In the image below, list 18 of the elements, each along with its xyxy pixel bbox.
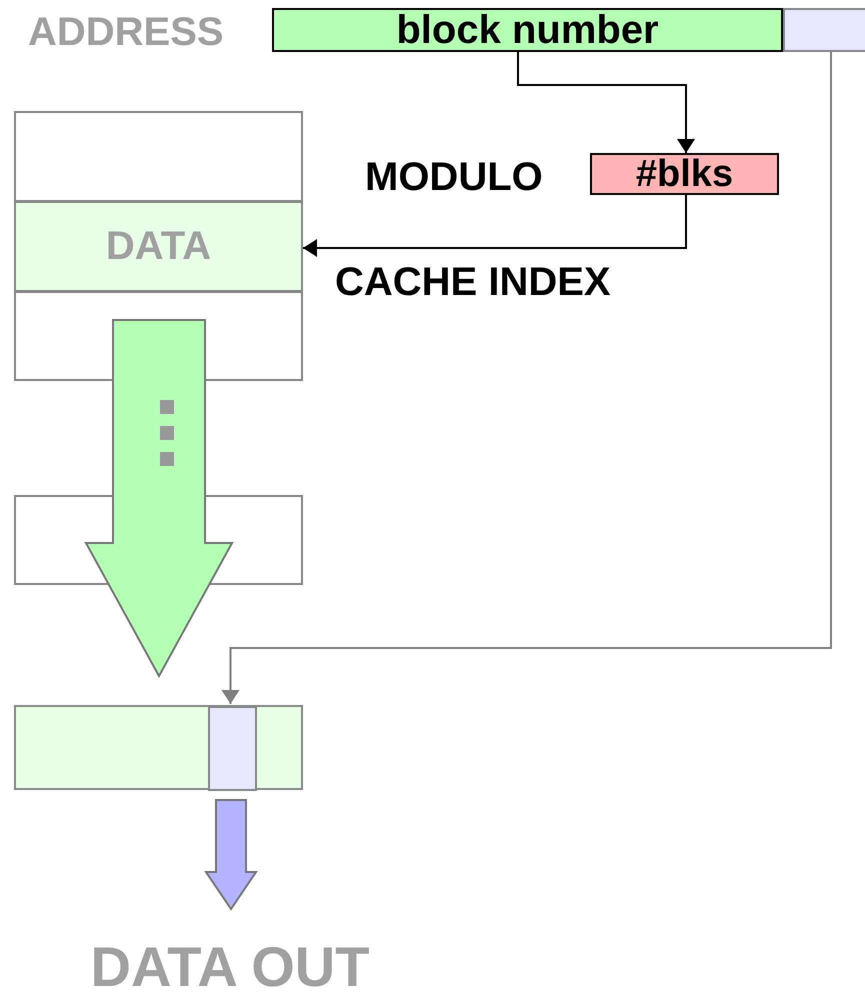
side-label: MODULO [365,157,543,197]
label-text: DATA OUT [90,934,370,997]
box-label: #blks [636,152,734,196]
box-label: block number [396,8,659,52]
arrow [517,52,693,153]
block-arrow [84,319,234,678]
cache-row [14,201,303,292]
cache-row [14,111,303,202]
box-label: DATA [106,224,212,269]
address-field [272,8,783,52]
block-arrow [204,799,258,911]
selected-word [208,706,257,791]
modulo-box [590,153,779,195]
offset-field [783,8,865,52]
arrow [303,195,687,255]
output-block [14,705,303,790]
arrow [224,52,832,704]
field-label: ADDRESS [28,12,224,52]
